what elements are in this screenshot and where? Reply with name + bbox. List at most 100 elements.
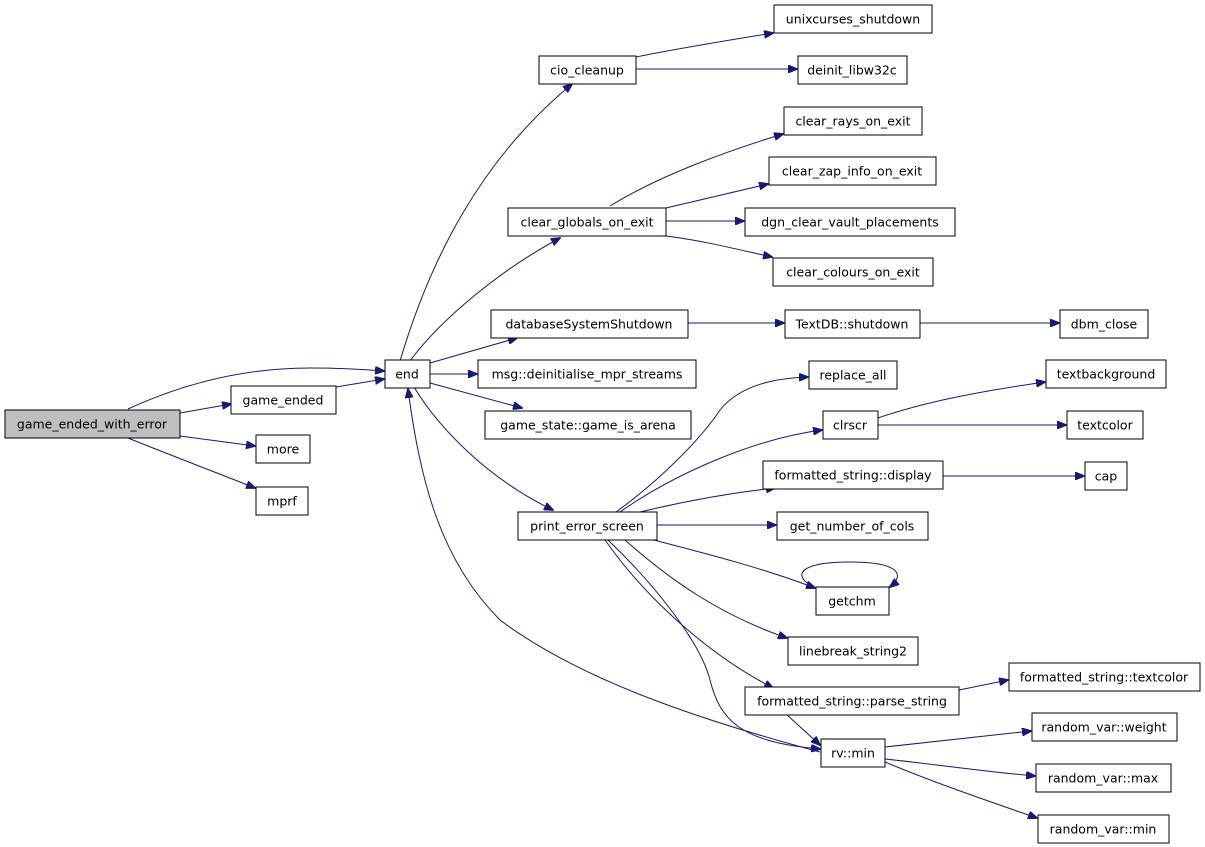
node-end[interactable]: end — [384, 359, 431, 389]
node-label: rv::min — [831, 746, 875, 761]
node-more[interactable]: more — [255, 434, 311, 464]
node-unixcurses-shutdown[interactable]: unixcurses_shutdown — [773, 4, 933, 34]
edge-end-game-is-arena — [429, 382, 522, 408]
node-dbm-close[interactable]: dbm_close — [1059, 309, 1149, 339]
edge-end-print-error-screen — [413, 386, 553, 510]
edges — [127, 33, 1084, 818]
edge-game-ended-end — [335, 379, 384, 388]
node-label: more — [267, 442, 300, 457]
node-label: game_ended_with_error — [17, 417, 168, 432]
edge-rvmin-min — [884, 761, 1037, 818]
edge-getchm-self — [801, 561, 898, 588]
edge-parse-rv-min — [785, 713, 820, 745]
node-cio-cleanup[interactable]: cio_cleanup — [538, 55, 637, 85]
node-clear-zap-info-on-exit[interactable]: clear_zap_info_on_exit — [768, 156, 937, 186]
node-database-system-shutdown[interactable]: databaseSystemShutdown — [490, 309, 689, 339]
node-label: clear_rays_on_exit — [795, 114, 910, 129]
node-label: end — [395, 367, 419, 382]
node-dgn-clear-vault-placements[interactable]: dgn_clear_vault_placements — [744, 207, 956, 237]
node-msg-deinitialise-mpr-streams[interactable]: msg::deinitialise_mpr_streams — [477, 359, 697, 389]
node-clear-colours-on-exit[interactable]: clear_colours_on_exit — [772, 257, 934, 287]
edge-clrscr-textbackground — [877, 382, 1045, 419]
node-label: textcolor — [1077, 418, 1133, 433]
edge-rvmin-end — [408, 389, 821, 753]
edge-parse-fs-textcolor — [958, 680, 1008, 691]
edge-end-clear-globals — [409, 238, 560, 362]
edge-print-fs-display — [639, 488, 775, 513]
node-label: dgn_clear_vault_placements — [761, 215, 939, 230]
edge-globals-zap — [665, 184, 768, 209]
node-getchm[interactable]: getchm — [815, 586, 890, 616]
node-mprf[interactable]: mprf — [255, 486, 309, 516]
node-label: TextDB::shutdown — [795, 317, 909, 332]
node-fs-parse-string[interactable]: formatted_string::parse_string — [744, 686, 960, 716]
node-textdb-shutdown[interactable]: TextDB::shutdown — [784, 309, 921, 339]
node-label: clear_zap_info_on_exit — [782, 164, 922, 179]
edge-print-linebreak — [624, 539, 787, 638]
edge-print-clrscr — [619, 430, 822, 513]
edge-globals-colours — [665, 235, 772, 257]
edge-root-end — [127, 368, 384, 410]
node-textcolor[interactable]: textcolor — [1066, 410, 1144, 440]
node-label: cio_cleanup — [550, 63, 624, 78]
node-label: mprf — [267, 494, 297, 509]
node-game-is-arena[interactable]: game_state::game_is_arena — [484, 410, 692, 440]
node-label: getchm — [828, 594, 876, 609]
node-linebreak-string2[interactable]: linebreak_string2 — [787, 636, 919, 666]
node-label: clear_globals_on_exit — [520, 215, 653, 230]
node-label: formatted_string::display — [774, 468, 932, 483]
node-label: linebreak_string2 — [799, 644, 907, 659]
node-label: deinit_libw32c — [807, 63, 897, 78]
node-fs-display[interactable]: formatted_string::display — [762, 460, 944, 490]
edge-root-mprf — [127, 437, 255, 488]
edge-end-cio-cleanup — [399, 84, 572, 362]
edge-root-game-ended — [179, 404, 231, 414]
node-game-ended[interactable]: game_ended — [230, 385, 337, 415]
node-label: clear_colours_on_exit — [786, 265, 920, 280]
node-clear-rays-on-exit[interactable]: clear_rays_on_exit — [783, 106, 923, 136]
node-random-var-weight[interactable]: random_var::weight — [1031, 712, 1178, 742]
edge-cio-unixcurses — [635, 33, 773, 58]
node-label: unixcurses_shutdown — [786, 12, 920, 27]
node-get-number-of-cols[interactable]: get_number_of_cols — [776, 511, 929, 541]
node-label: print_error_screen — [530, 519, 644, 534]
node-label: replace_all — [819, 368, 886, 383]
node-print-error-screen[interactable]: print_error_screen — [517, 511, 658, 541]
edge-print-replace-all — [615, 377, 808, 513]
node-clear-globals-on-exit[interactable]: clear_globals_on_exit — [507, 207, 667, 237]
node-rv-min[interactable]: rv::min — [820, 738, 886, 768]
node-label: game_ended — [243, 393, 324, 408]
node-cap[interactable]: cap — [1084, 461, 1128, 491]
node-label: formatted_string::parse_string — [757, 694, 947, 709]
edge-print-parse-string — [604, 539, 773, 688]
edge-rvmin-max — [884, 758, 1035, 776]
edge-rvmin-weight — [884, 731, 1031, 748]
node-deinit-libw32c[interactable]: deinit_libw32c — [797, 55, 908, 85]
node-label: random_var::weight — [1041, 720, 1166, 735]
node-label: get_number_of_cols — [790, 519, 915, 534]
node-replace-all[interactable]: replace_all — [808, 360, 898, 390]
node-label: game_state::game_is_arena — [500, 418, 676, 433]
node-fs-textcolor[interactable]: formatted_string::textcolor — [1008, 662, 1201, 692]
node-random-var-max[interactable]: random_var::max — [1035, 763, 1172, 793]
node-label: clrscr — [833, 418, 868, 433]
node-clrscr[interactable]: clrscr — [822, 410, 879, 440]
edge-end-database-shutdown — [429, 338, 517, 364]
edge-globals-rays — [609, 134, 783, 207]
node-textbackground[interactable]: textbackground — [1045, 359, 1167, 389]
edge-print-rv-min — [607, 539, 820, 749]
node-label: formatted_string::textcolor — [1020, 670, 1189, 685]
node-label: databaseSystemShutdown — [506, 317, 673, 332]
nodes: game_ended_with_error game_ended more mp… — [4, 4, 1201, 844]
node-label: dbm_close — [1071, 317, 1138, 332]
node-random-var-min[interactable]: random_var::min — [1037, 814, 1170, 844]
node-label: random_var::max — [1048, 771, 1158, 786]
node-label: msg::deinitialise_mpr_streams — [492, 367, 683, 382]
node-label: cap — [1095, 469, 1118, 484]
node-game-ended-with-error[interactable]: game_ended_with_error — [4, 409, 181, 439]
node-label: random_var::min — [1050, 822, 1157, 837]
node-label: textbackground — [1057, 367, 1156, 382]
edge-root-more — [179, 435, 255, 446]
edge-print-getchm — [649, 538, 815, 588]
